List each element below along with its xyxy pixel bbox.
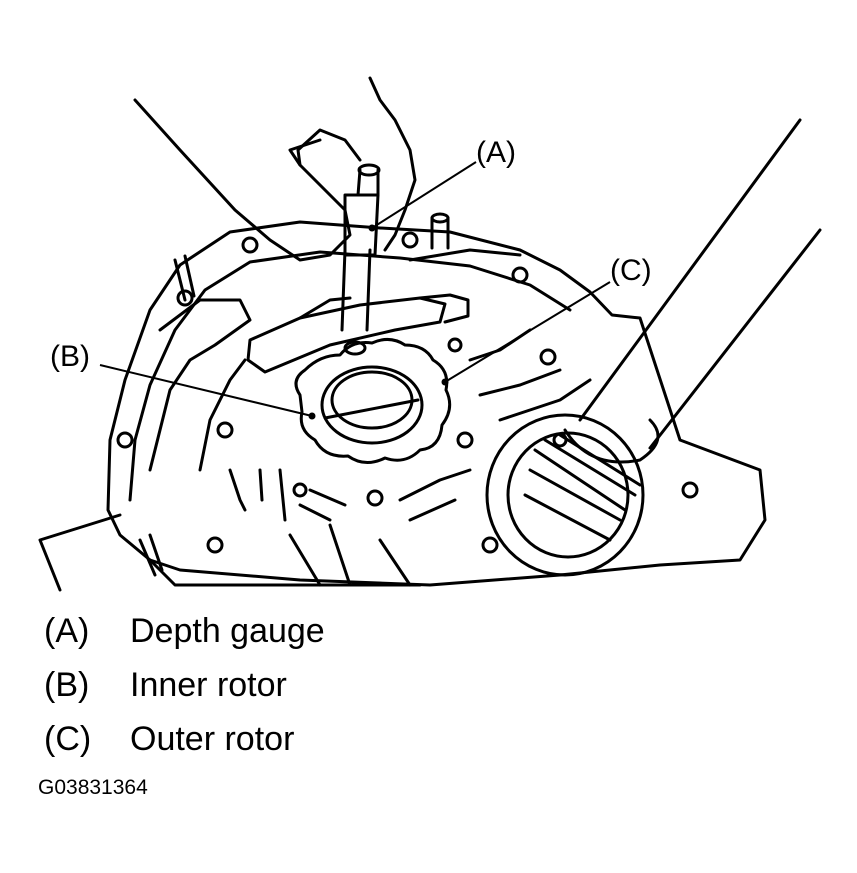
bolt-hole xyxy=(681,481,699,499)
legend-row: (C) Outer rotor xyxy=(44,712,325,766)
dowel-pin xyxy=(292,482,308,498)
callout-a: (A) xyxy=(476,136,516,169)
bolt-hole xyxy=(401,231,419,249)
inner-rotor xyxy=(320,365,424,445)
legend-text: Depth gauge xyxy=(130,611,325,650)
bolt-hole xyxy=(447,337,463,353)
pump-housing-outline xyxy=(106,220,767,587)
shaft-collar xyxy=(563,418,660,464)
bolt-hole xyxy=(206,536,224,554)
bolt-hole xyxy=(456,431,474,449)
dowel-pin-top xyxy=(430,212,450,224)
leader-dot-a xyxy=(368,224,376,232)
callout-b: (B) xyxy=(50,340,90,373)
base-plate xyxy=(38,513,422,592)
bolt-hole xyxy=(366,489,384,507)
oil-passage xyxy=(198,358,247,472)
dowel-pin xyxy=(138,533,164,577)
operator-hand xyxy=(133,98,362,262)
bolt-hole xyxy=(481,536,499,554)
figure-id: G03831364 xyxy=(38,776,148,799)
leader-dot-b xyxy=(308,412,316,420)
inner-rotor-bore xyxy=(330,370,414,430)
bearing-outer xyxy=(485,413,645,577)
legend-row: (A) Depth gauge xyxy=(44,604,325,658)
bolt-hole xyxy=(176,289,194,307)
bolt-hole xyxy=(511,266,529,284)
gauge-foot xyxy=(343,340,367,356)
depth-gauge-knob xyxy=(356,168,380,197)
bolt-hole xyxy=(116,431,134,449)
legend-text: Inner rotor xyxy=(130,665,287,704)
oil-passage xyxy=(148,298,252,472)
legend-key: (A) xyxy=(44,611,90,650)
bolt-hole xyxy=(216,421,234,439)
legend-row: (B) Inner rotor xyxy=(44,658,325,712)
shaft xyxy=(578,118,822,450)
callout-c: (C) xyxy=(610,254,652,287)
depth-gauge-base xyxy=(246,296,447,374)
oil-passage xyxy=(258,468,287,522)
outer-rotor xyxy=(294,338,452,464)
leader-line-c xyxy=(444,281,611,383)
depth-gauge-stem xyxy=(340,248,372,332)
dowel-pin xyxy=(173,254,196,302)
depth-gauge-barrel xyxy=(343,193,380,257)
oil-passage xyxy=(298,488,347,522)
dowel-pin xyxy=(430,216,450,250)
legend-text: Outer rotor xyxy=(130,719,295,758)
oil-passage xyxy=(498,378,592,422)
housing-inner-rim xyxy=(128,250,572,502)
bolt-hole xyxy=(241,236,259,254)
leader-line-b xyxy=(99,364,313,417)
oil-passage xyxy=(398,468,472,522)
legend-key: (C) xyxy=(44,719,92,758)
oil-passage xyxy=(228,468,247,512)
leader-line-a xyxy=(371,161,477,229)
legend: (A) Depth gauge (B) Inner rotor (C) Oute… xyxy=(44,604,325,766)
oil-passage xyxy=(408,248,522,262)
bearing-inner xyxy=(506,431,630,559)
bolt-hole xyxy=(539,348,557,366)
leader-dot-c xyxy=(441,378,449,386)
legend-key: (B) xyxy=(44,665,90,704)
